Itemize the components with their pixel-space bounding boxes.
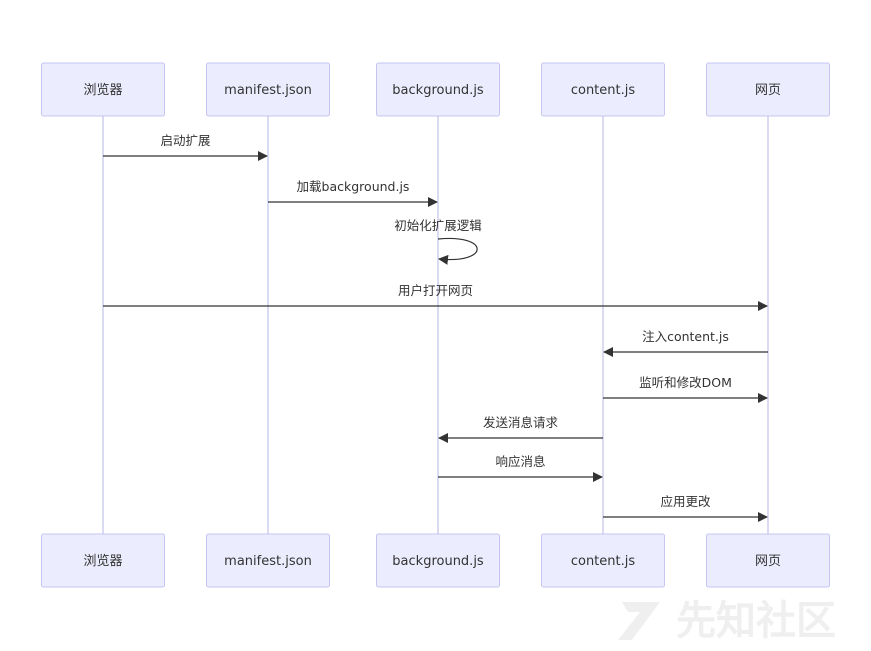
actor-box bbox=[706, 62, 830, 117]
actor-background-bottom: background.js bbox=[376, 533, 500, 588]
actor-box bbox=[541, 62, 665, 117]
message-9: 应用更改 bbox=[603, 494, 768, 522]
message-1: 启动扩展 bbox=[103, 133, 268, 161]
message-label: 注入content.js bbox=[642, 329, 729, 344]
actor-manifest-top: manifest.json bbox=[206, 62, 330, 117]
actor-label: 浏览器 bbox=[83, 553, 122, 569]
message-3: 初始化扩展逻辑 bbox=[394, 218, 482, 265]
watermark-text: 先知社区 bbox=[676, 598, 836, 644]
actors-top: 浏览器 manifest.json background.js content.js 网… bbox=[41, 62, 830, 117]
message-6: 监听和修改DOM bbox=[603, 375, 768, 403]
actor-label: manifest.json bbox=[224, 83, 312, 98]
watermark-logo-icon bbox=[618, 602, 660, 640]
message-label: 应用更改 bbox=[660, 494, 711, 509]
message-label: 启动扩展 bbox=[160, 133, 210, 148]
message-label: 发送消息请求 bbox=[483, 415, 559, 430]
message-arrow bbox=[437, 237, 478, 265]
actor-box bbox=[41, 62, 165, 117]
actor-manifest-bottom: manifest.json bbox=[206, 533, 330, 588]
actor-box bbox=[706, 533, 830, 588]
message-label: 用户打开网页 bbox=[398, 283, 473, 298]
actor-label: background.js bbox=[392, 83, 484, 98]
actor-box bbox=[206, 62, 330, 117]
message-7: 发送消息请求 bbox=[438, 415, 603, 443]
actor-box bbox=[541, 533, 665, 588]
actor-browser-bottom: 浏览器 bbox=[41, 533, 165, 588]
actor-label: content.js bbox=[571, 554, 636, 569]
actor-browser-top: 浏览器 bbox=[41, 62, 165, 117]
actor-label: background.js bbox=[392, 554, 484, 569]
actor-label: content.js bbox=[571, 83, 636, 98]
actor-box bbox=[41, 533, 165, 588]
message-label: 初始化扩展逻辑 bbox=[394, 218, 482, 233]
actor-content-top: content.js bbox=[541, 62, 665, 117]
message-label: 响应消息 bbox=[495, 454, 545, 469]
watermark: 先知社区 bbox=[618, 598, 836, 644]
actor-background-top: background.js bbox=[376, 62, 500, 117]
actor-content-bottom: content.js bbox=[541, 533, 665, 588]
message-4: 用户打开网页 bbox=[103, 283, 768, 311]
actor-box bbox=[376, 62, 500, 117]
message-8: 响应消息 bbox=[438, 454, 603, 482]
message-5: 注入content.js bbox=[603, 329, 768, 357]
actor-label: 网页 bbox=[755, 83, 781, 98]
actor-webpage-bottom: 网页 bbox=[706, 533, 830, 588]
message-2: 加载background.js bbox=[268, 179, 438, 207]
lifelines bbox=[102, 116, 769, 534]
message-label: 监听和修改DOM bbox=[639, 375, 732, 390]
actor-label: manifest.json bbox=[224, 554, 312, 569]
actor-label: 网页 bbox=[755, 554, 781, 569]
actor-webpage-top: 网页 bbox=[706, 62, 830, 117]
actor-label: 浏览器 bbox=[83, 82, 122, 98]
actor-box bbox=[206, 533, 330, 588]
actors-bottom: 浏览器 manifest.json background.js content.js 网… bbox=[41, 533, 830, 588]
message-label: 加载background.js bbox=[297, 179, 410, 194]
actor-box bbox=[376, 533, 500, 588]
